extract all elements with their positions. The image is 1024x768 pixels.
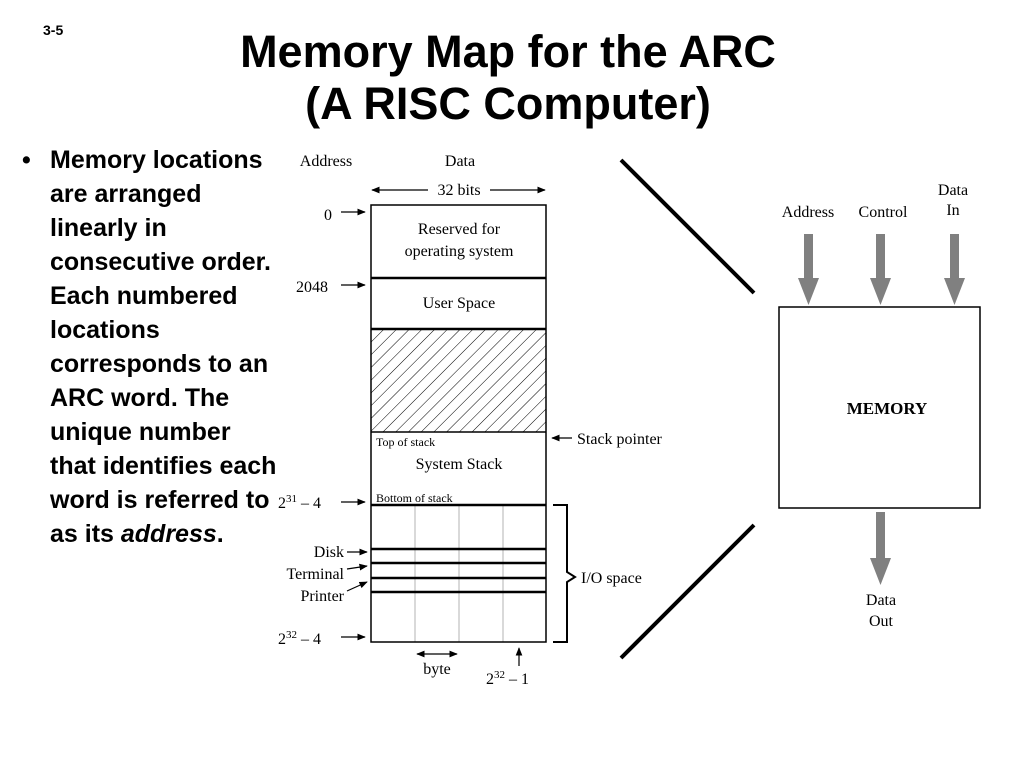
width-label: 32 bits bbox=[437, 182, 480, 199]
user-space-label: User Space bbox=[423, 295, 495, 312]
bullet-marker: • bbox=[22, 146, 31, 174]
terminal-label: Terminal bbox=[286, 566, 344, 583]
zoom-line-top bbox=[619, 158, 756, 295]
system-stack-label: System Stack bbox=[416, 456, 503, 473]
bullet-text: Memory locations are arranged linearly i… bbox=[50, 143, 280, 551]
data-in-label-2: In bbox=[946, 202, 959, 219]
address-0-label: 0 bbox=[324, 207, 332, 224]
byte-label: byte bbox=[423, 661, 451, 678]
input-arrows bbox=[798, 234, 965, 305]
data-out-arrow bbox=[870, 512, 891, 585]
address-input-arrow bbox=[798, 234, 819, 305]
printer-label: Printer bbox=[300, 588, 344, 605]
bottom-of-stack-label: Bottom of stack bbox=[376, 491, 453, 505]
hatched-free-region bbox=[371, 329, 546, 432]
data-out-label-2: Out bbox=[869, 613, 894, 630]
io-space-label: I/O space bbox=[581, 570, 642, 587]
section-separators bbox=[371, 276, 546, 594]
control-input-label: Control bbox=[859, 204, 908, 221]
address-input-label: Address bbox=[782, 204, 834, 221]
last-address-label: 232 – 1 bbox=[486, 669, 529, 688]
disk-label: Disk bbox=[314, 544, 344, 561]
address-2-32-label: 232 – 4 bbox=[278, 629, 321, 648]
bullet-text-main: Memory locations are arranged linearly i… bbox=[50, 146, 277, 548]
address-header: Address bbox=[300, 153, 352, 170]
address-2048-label: 2048 bbox=[296, 279, 328, 296]
reserved-label-2: operating system bbox=[405, 243, 514, 260]
control-input-arrow bbox=[870, 234, 891, 305]
data-header: Data bbox=[445, 153, 475, 170]
slide-title: Memory Map for the ARC (A RISC Computer) bbox=[0, 26, 1016, 130]
io-space-bracket bbox=[553, 504, 577, 643]
bullet-emphasis: address bbox=[120, 520, 217, 548]
bullet-text-end: . bbox=[216, 520, 224, 548]
reserved-label-1: Reserved for bbox=[418, 221, 501, 238]
memory-label: MEMORY bbox=[847, 399, 928, 418]
printer-arrow bbox=[346, 581, 368, 592]
stack-pointer-label: Stack pointer bbox=[577, 431, 663, 448]
terminal-arrow bbox=[346, 563, 368, 571]
byte-dividers bbox=[414, 505, 504, 642]
title-line-1: Memory Map for the ARC bbox=[240, 26, 776, 77]
data-out-label-1: Data bbox=[866, 592, 896, 609]
title-line-2: (A RISC Computer) bbox=[305, 78, 711, 129]
data-in-arrow bbox=[944, 234, 965, 305]
address-2-31-label: 231 – 4 bbox=[278, 493, 321, 512]
top-of-stack-label: Top of stack bbox=[376, 435, 435, 449]
data-in-label-1: Data bbox=[938, 182, 968, 199]
slide-number: 3-5 bbox=[43, 22, 64, 38]
memory-column bbox=[370, 204, 547, 643]
zoom-line-bottom bbox=[619, 523, 756, 660]
memory-block bbox=[778, 306, 981, 509]
